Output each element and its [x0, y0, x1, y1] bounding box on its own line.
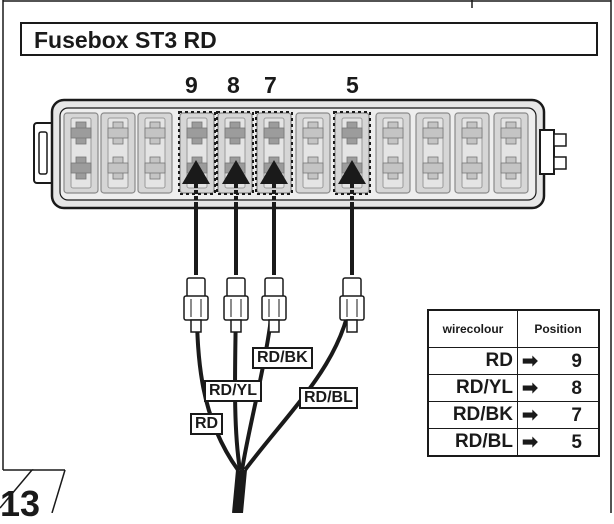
terminal-body — [183, 295, 209, 321]
legend-row: RD ➡9 — [427, 347, 600, 375]
fuse-slot — [295, 112, 331, 194]
legend-wire: RD/BK — [427, 401, 518, 429]
legend-row: RD/BL ➡5 — [427, 428, 600, 457]
contact-horizontal — [144, 162, 166, 174]
fusebox-mount-left-slot — [38, 131, 48, 175]
wire-label-rd-bk: RD/BK — [252, 347, 313, 369]
position-arrows — [182, 160, 366, 275]
contact-horizontal — [422, 127, 444, 139]
legend-position-cell: ➡5 — [517, 428, 600, 457]
legend-position: 9 — [571, 350, 582, 372]
contact-horizontal — [107, 162, 129, 174]
fusebox-clip-bottom — [553, 156, 567, 170]
wire-bundle — [232, 469, 247, 513]
contact-horizontal — [186, 127, 208, 139]
legend-position-cell: ➡8 — [517, 374, 600, 402]
title-box: Fusebox ST3 RD — [20, 22, 598, 56]
fusebox-mount-right — [539, 129, 555, 175]
position-highlight — [216, 111, 254, 195]
fuse-slot — [493, 112, 529, 194]
position-label-5: 5 — [346, 72, 359, 98]
position-highlight — [333, 111, 371, 195]
contact-horizontal — [422, 162, 444, 174]
legend-position: 5 — [571, 431, 582, 453]
diagram-title: Fusebox ST3 RD — [34, 27, 217, 53]
terminal-head — [186, 277, 206, 299]
contact-horizontal — [70, 162, 92, 174]
contact-horizontal — [500, 127, 522, 139]
legend-wire: RD/BL — [427, 428, 518, 457]
legend-position: 7 — [571, 404, 582, 426]
terminal-body — [261, 295, 287, 321]
terminal-crimp — [230, 319, 242, 333]
fuse-slot — [63, 112, 99, 194]
position-arrow — [260, 160, 288, 184]
fuse-slot — [100, 112, 136, 194]
fusebox-clip-top — [553, 133, 567, 147]
terminal-body — [339, 295, 365, 321]
fuse-slot — [415, 112, 451, 194]
fusebox-diagram — [0, 0, 612, 513]
contact-horizontal — [302, 127, 324, 139]
contact-horizontal — [144, 127, 166, 139]
legend-row: RD/BK ➡7 — [427, 401, 600, 429]
contact-horizontal — [70, 127, 92, 139]
legend-position-cell: ➡9 — [517, 347, 600, 375]
position-highlight — [255, 111, 293, 195]
contact-horizontal — [461, 127, 483, 139]
legend-header-row: wirecolour Position — [427, 309, 600, 348]
position-arrow — [222, 160, 250, 184]
fuse-slots — [63, 112, 529, 194]
position-label-8: 8 — [227, 72, 240, 98]
contact-horizontal — [382, 162, 404, 174]
arrow-right-icon: ➡ — [522, 404, 538, 426]
contact-horizontal — [341, 127, 363, 139]
highlighted-positions — [178, 111, 371, 195]
position-highlight — [178, 111, 216, 195]
wire-colour-legend: wirecolour Position RD ➡9 RD/YL ➡8 RD/BK… — [427, 309, 600, 457]
wire-label-rd-bl: RD/BL — [299, 387, 358, 409]
terminal-crimp — [190, 319, 202, 333]
connector-terminal — [223, 277, 249, 333]
legend-position-cell: ➡7 — [517, 401, 600, 429]
position-label-7: 7 — [264, 72, 277, 98]
connector-terminal — [261, 277, 287, 333]
terminal-head — [226, 277, 246, 299]
terminal-crimp — [268, 319, 280, 333]
position-arrow — [338, 160, 366, 184]
page-corner-diag — [51, 469, 66, 513]
legend-position: 8 — [571, 377, 582, 399]
contact-horizontal — [382, 127, 404, 139]
wire-label-rd-yl: RD/YL — [204, 380, 262, 402]
terminal-head — [264, 277, 284, 299]
fuse-slot — [375, 112, 411, 194]
legend-wire: RD — [427, 347, 518, 375]
position-arrow — [182, 160, 210, 184]
contact-horizontal — [107, 127, 129, 139]
legend-row: RD/YL ➡8 — [427, 374, 600, 402]
connector-terminal — [183, 277, 209, 333]
terminal-crimp — [346, 319, 358, 333]
contact-horizontal — [263, 127, 285, 139]
fuse-slot — [137, 112, 173, 194]
contact-horizontal — [461, 162, 483, 174]
connector-terminal — [339, 277, 365, 333]
contact-horizontal — [500, 162, 522, 174]
connectors — [183, 277, 365, 333]
legend-header-wirecolour: wirecolour — [427, 309, 518, 348]
terminal-body — [223, 295, 249, 321]
wire-label-rd: RD — [190, 413, 224, 435]
arrow-right-icon: ➡ — [522, 377, 538, 399]
terminal-head — [342, 277, 362, 299]
legend-header-position: Position — [517, 309, 600, 348]
legend-wire: RD/YL — [427, 374, 518, 402]
fuse-slot — [454, 112, 490, 194]
contact-horizontal — [224, 127, 246, 139]
page-number: 13 — [0, 483, 41, 524]
arrow-right-icon: ➡ — [522, 350, 538, 372]
contact-horizontal — [302, 162, 324, 174]
position-label-9: 9 — [185, 72, 198, 98]
arrow-right-icon: ➡ — [522, 431, 538, 453]
